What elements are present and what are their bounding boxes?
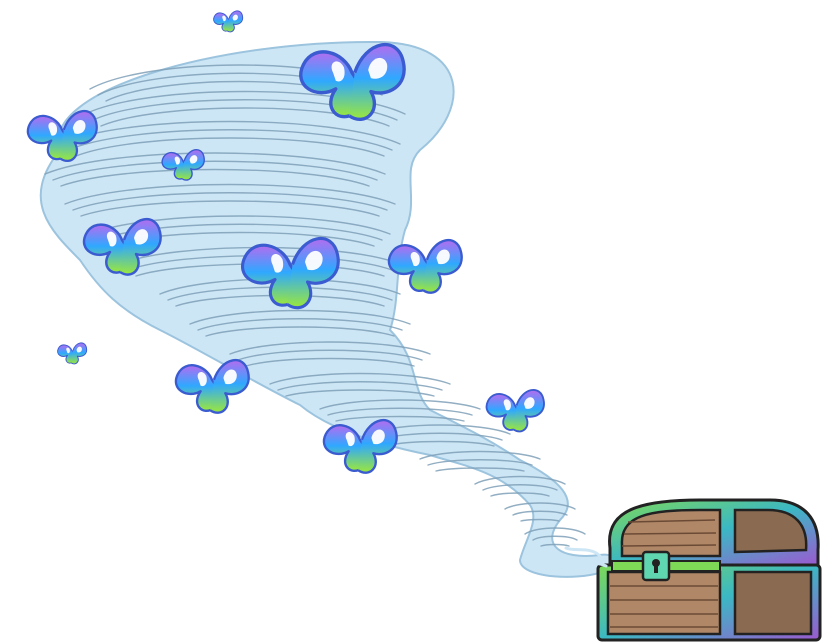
tornado-icon: [39, 40, 615, 578]
butterfly-logo-icon: [485, 388, 545, 433]
butterfly-logo-icon: [387, 238, 463, 294]
tornado-swirl-line: [189, 309, 411, 325]
treasure-chest-icon: [564, 498, 822, 642]
tornado-swirl-line: [269, 372, 451, 385]
tornado-body: [39, 40, 615, 578]
tornado-swirl-line: [327, 407, 473, 416]
tornado-swirl-line: [520, 518, 560, 522]
tornado-swirl-line: [482, 484, 558, 491]
tornado-swirl-line: [277, 381, 443, 391]
tornado-swirl-line: [319, 399, 481, 410]
butterfly-logo-icon: [57, 342, 88, 365]
tornado-swirl-line: [524, 527, 586, 535]
tornado-swirl-line: [75, 137, 385, 157]
tornado-swirl-line: [419, 450, 541, 460]
tornado-swirl-line: [474, 475, 566, 485]
tornado-swirl-line: [44, 152, 386, 175]
tornado-swirl-line: [64, 183, 396, 205]
tornado-swirl-line: [89, 215, 391, 235]
padlock-icon: [641, 550, 671, 582]
tornado-swirl-line: [427, 459, 533, 466]
tornado-swirl-line: [97, 223, 383, 241]
tornado-swirl-line: [229, 341, 431, 355]
tornado-swirl-line: [532, 535, 578, 541]
butterfly-logo-icon: [174, 358, 250, 414]
tornado-swirl-line: [335, 415, 465, 422]
butterfly-logo-icon: [213, 10, 244, 33]
tornado-swirl-line: [245, 357, 415, 367]
tornado-swirl-line: [540, 543, 570, 547]
tornado-swirl-line: [237, 349, 423, 361]
tornado-swirl-line: [504, 502, 576, 510]
tornado-swirl-line: [435, 467, 525, 472]
tornado-swirl-line: [197, 318, 403, 331]
tornado-swirl-line: [80, 200, 380, 217]
tornado-swirl-lines: [44, 64, 586, 547]
tornado-swirl-line: [52, 160, 378, 181]
tornado-swirl-line: [285, 389, 435, 397]
tornado-swirl-line: [67, 129, 393, 151]
tornado-swirl-line: [60, 168, 370, 187]
tornado-swirl-line: [512, 510, 568, 516]
tornado-swirl-line: [490, 492, 550, 497]
tornado-swirl-line: [72, 192, 388, 211]
tornado-swirl-line: [205, 326, 395, 337]
